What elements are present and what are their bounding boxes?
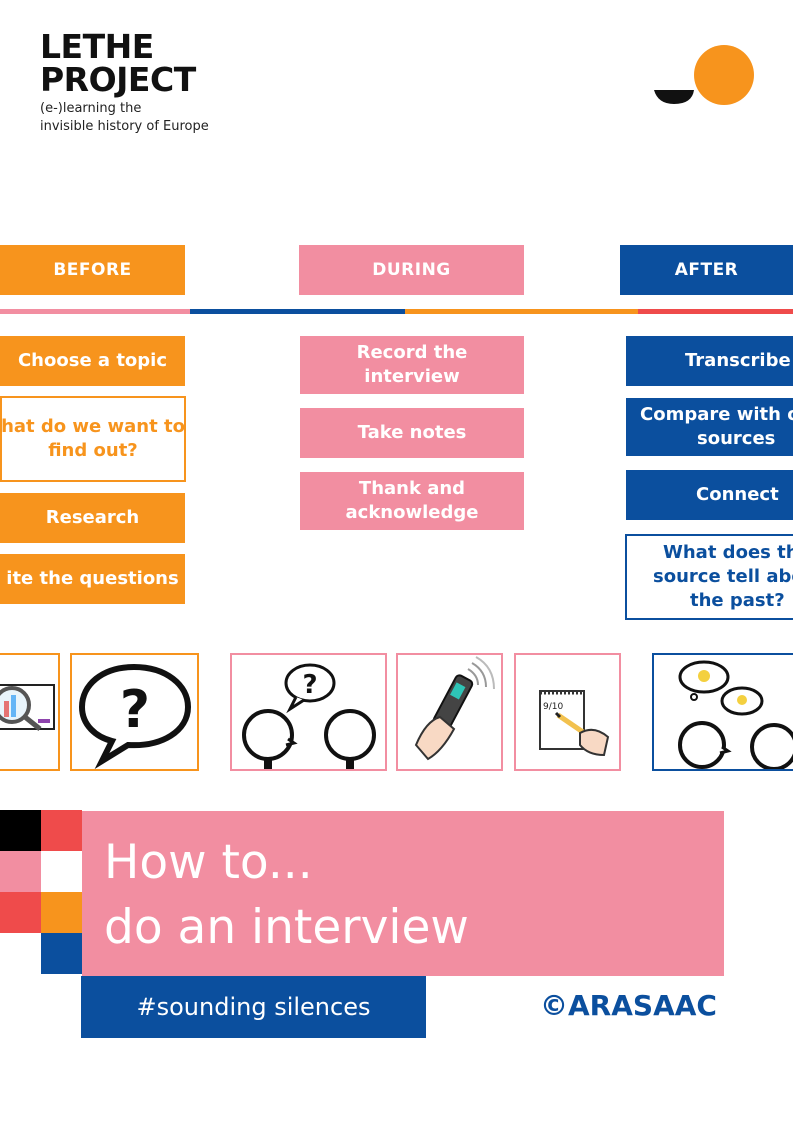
logo-tagline-line2: invisible history of Europe: [40, 119, 209, 134]
question-mark-text: ?: [120, 680, 150, 740]
note-text: 9/10: [543, 702, 563, 712]
mosaic-square: [0, 933, 41, 974]
mosaic-square: [0, 851, 41, 892]
after-step-label: What does th: [663, 542, 793, 563]
before-step-write-questions: ite the questions: [0, 554, 185, 604]
during-step-record-interview: Record the interview: [300, 336, 524, 394]
before-step-label: find out?: [48, 440, 138, 461]
during-step-label: interview: [364, 366, 460, 387]
hashtag-bar: #sounding silences: [81, 976, 426, 1038]
timeline-line: [0, 309, 793, 314]
two-people-question-icon: ?: [230, 653, 387, 771]
brand-mark-icon: [652, 44, 756, 108]
phase-header-before: BEFORE: [0, 245, 185, 295]
during-step-take-notes: Take notes: [300, 408, 524, 458]
question-bubble-icon: ?: [70, 653, 199, 771]
cover-title-line2: do an interview: [104, 900, 469, 955]
phase-header-after: AFTER: [620, 245, 793, 295]
notepad-writing-icon: 9/10: [514, 653, 621, 771]
phase-header-during: DURING: [299, 245, 524, 295]
mosaic-square: [0, 810, 41, 851]
after-step-label: Transcribe: [685, 350, 791, 371]
after-step-label: the past?: [690, 590, 785, 611]
before-step-label: hat do we want to: [1, 416, 185, 437]
title-band: [82, 811, 724, 976]
before-step-research: Research: [0, 493, 185, 543]
after-step-connect: Connect: [626, 470, 793, 520]
during-step-label: acknowledge: [345, 502, 479, 523]
during-step-label: Thank and: [358, 478, 466, 499]
mosaic-square: [41, 810, 82, 851]
cover-title-line1: How to...: [104, 835, 313, 890]
after-step-label: sources: [697, 428, 776, 449]
logo-title-line2: PROJECT: [40, 60, 196, 99]
voice-recorder-icon: [396, 653, 503, 771]
after-step-label: Compare with o: [640, 404, 793, 425]
logo-tagline-line1: (e-)learning the: [40, 101, 142, 116]
credit-text: ©ARASAAC: [540, 989, 717, 1022]
during-step-label: Record the: [356, 342, 468, 363]
after-step-label: source tell abo: [653, 566, 793, 587]
research-chart-icon: [0, 653, 60, 771]
before-step-choose-topic: Choose a topic: [0, 336, 185, 386]
before-step-label: Research: [45, 507, 140, 528]
question-mark-text: ?: [302, 670, 317, 700]
mosaic-square: [41, 851, 82, 892]
during-step-label: Take notes: [357, 422, 467, 443]
after-step-label: Connect: [696, 484, 779, 505]
after-step-compare: Compare with o sources: [626, 398, 793, 456]
mosaic-square: [41, 892, 82, 933]
before-step-label: ite the questions: [6, 568, 179, 589]
mosaic-square: [0, 892, 41, 933]
people-ideas-icon: [652, 653, 793, 771]
before-step-label: Choose a topic: [17, 350, 168, 371]
after-step-transcribe: Transcribe: [626, 336, 793, 386]
during-step-thank: Thank and acknowledge: [300, 472, 524, 530]
logo-title-line1: LETHE: [40, 27, 154, 66]
before-step-what-find-out: hat do we want to find out?: [0, 396, 186, 482]
mosaic-square: [41, 933, 82, 974]
after-step-what-tell: What does th source tell abo the past?: [625, 534, 793, 620]
